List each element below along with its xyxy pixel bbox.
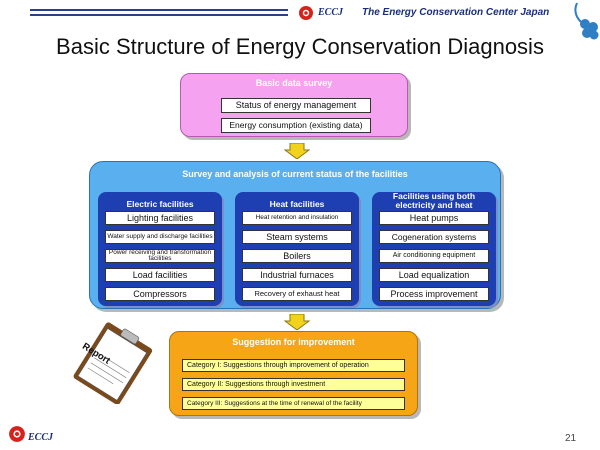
suggestion-category: Category I: Suggestions through improvem… (182, 359, 405, 372)
basic-survey-box: Basic data survey Status of energy manag… (180, 73, 408, 137)
list-item: Compressors (105, 287, 215, 301)
suggestion-title: Suggestion for improvement (232, 337, 355, 347)
list-item: Boilers (242, 249, 352, 263)
list-item: Industrial furnaces (242, 268, 352, 282)
basic-survey-item: Energy consumption (existing data) (221, 118, 371, 133)
list-item: Heat retention and insulation (242, 211, 352, 225)
list-item: Power receiving and transformation facil… (105, 249, 215, 263)
survey-box: Survey and analysis of current status of… (89, 161, 501, 309)
survey-title: Survey and analysis of current status of… (182, 169, 408, 179)
group-electric-title: Electric facilities (126, 199, 194, 209)
list-item: Load equalization (379, 268, 489, 282)
group-both-title: Facilities using both electricity and he… (392, 191, 476, 210)
list-item: Lighting facilities (105, 211, 215, 225)
header-org-name: The Energy Conservation Center Japan (362, 7, 550, 18)
group-electric: Electric facilities Lighting facilities … (98, 192, 222, 306)
header-rule-bottom (30, 14, 288, 16)
eccj-logo-icon (8, 425, 26, 448)
eccj-logo-icon (298, 5, 314, 26)
footer-org-short: ECCJ (28, 432, 54, 443)
basic-survey-item: Status of energy management (221, 98, 371, 113)
header-org-short: ECCJ (318, 7, 344, 18)
group-heat: Heat facilities Heat retention and insul… (235, 192, 359, 306)
down-arrow-icon (283, 142, 311, 160)
list-item: Cogeneration systems (379, 230, 489, 244)
header-rule-top (30, 9, 288, 11)
clipboard-report-icon (62, 322, 162, 409)
list-item: Steam systems (242, 230, 352, 244)
list-item: Heat pumps (379, 211, 489, 225)
suggestion-category: Category III: Suggestions at the time of… (182, 397, 405, 410)
suggestion-box: Suggestion for improvement Category I: S… (169, 331, 418, 416)
list-item: Process improvement (379, 287, 489, 301)
suggestion-category: Category II: Suggestions through investm… (182, 378, 405, 391)
list-item: Water supply and discharge facilities (105, 230, 215, 244)
clover-logo-icon (563, 2, 599, 47)
page-number: 21 (565, 433, 577, 444)
basic-survey-title: Basic data survey (255, 78, 333, 88)
page-title: Basic Structure of Energy Conservation D… (56, 34, 544, 59)
list-item: Recovery of exhaust heat (242, 287, 352, 301)
group-heat-title: Heat facilities (269, 199, 325, 209)
list-item: Load facilities (105, 268, 215, 282)
group-both: Facilities using both electricity and he… (372, 192, 496, 306)
down-arrow-icon (283, 313, 311, 331)
list-item: Air conditioning equipment (379, 249, 489, 263)
